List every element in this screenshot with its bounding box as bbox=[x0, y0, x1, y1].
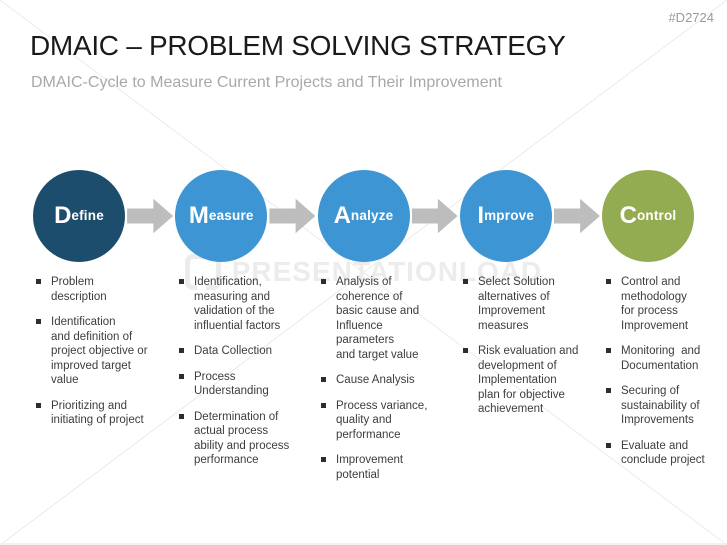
arrow-right-icon bbox=[553, 198, 600, 234]
arrow-right-icon bbox=[269, 198, 316, 234]
bottom-edge-line bbox=[0, 543, 727, 545]
phase-initial: D bbox=[54, 202, 72, 229]
page-subtitle: DMAIC-Cycle to Measure Current Projects … bbox=[31, 74, 502, 91]
phase-label-rest: efine bbox=[71, 208, 104, 224]
slide-id-label: #D2724 bbox=[668, 10, 714, 25]
phase-initial: M bbox=[188, 202, 209, 229]
phase-initial: A bbox=[333, 202, 351, 229]
phase-label-rest: easure bbox=[208, 208, 254, 224]
phase-label-rest: nalyze bbox=[350, 208, 394, 224]
phase-label-rest: mprove bbox=[484, 208, 535, 224]
page-title: DMAIC – PROBLEM SOLVING STRATEGY bbox=[30, 30, 566, 61]
watermark: PRESENTATIONLOAD bbox=[0, 254, 727, 291]
arrow-right-icon bbox=[411, 198, 458, 234]
arrow-right-icon bbox=[127, 198, 174, 234]
phase-label-rest: ontrol bbox=[636, 208, 677, 224]
phase-initial: C bbox=[619, 202, 637, 229]
phase-initial: I bbox=[477, 202, 485, 229]
watermark-text: PRESENTATIONLOAD bbox=[231, 256, 543, 287]
